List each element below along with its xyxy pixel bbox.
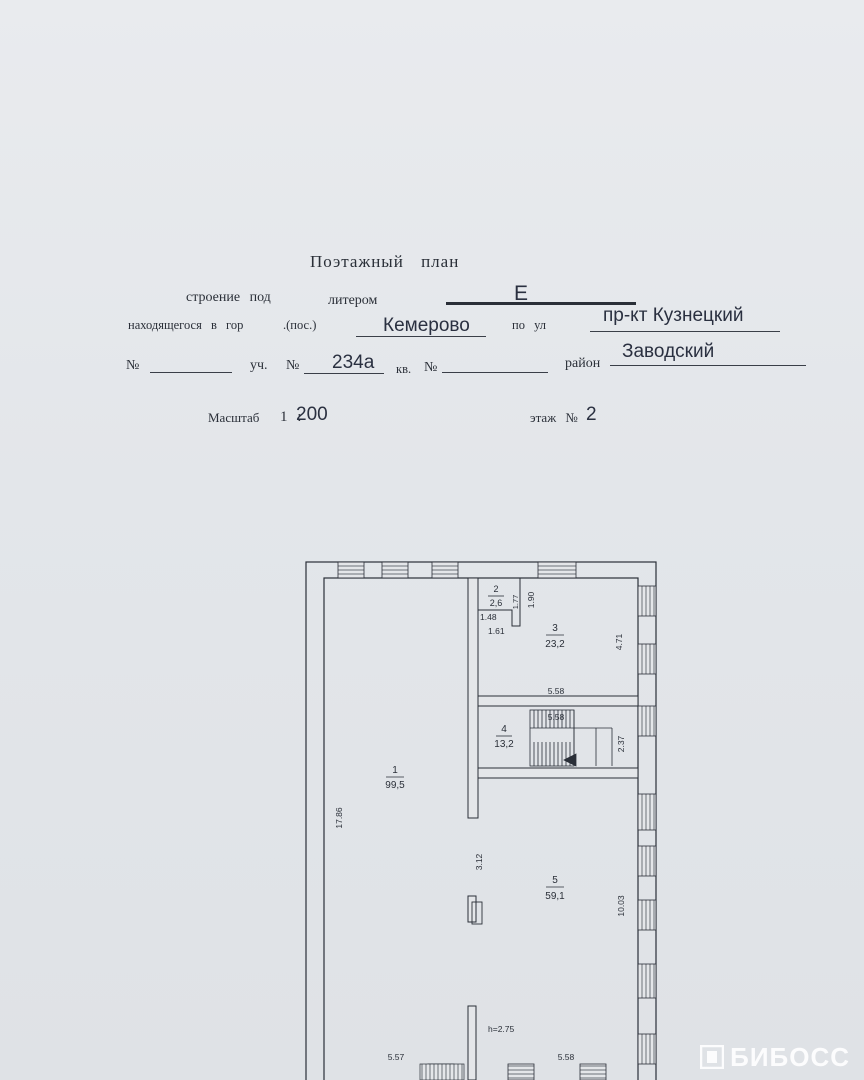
city-label: находящегося в гор (128, 318, 244, 332)
room-2-walls (477, 578, 521, 627)
dim-17-86: 17.86 (334, 807, 344, 829)
dim-1-61: 1.61 (488, 626, 505, 636)
interior-walls (467, 577, 639, 1080)
dim-1-48: 1.48 (480, 612, 497, 622)
room-5-area: 59,1 (545, 891, 565, 902)
letter-label: литером (328, 293, 378, 308)
dimension-labels: 17.86 1.48 1.77 1.90 1.61 4.71 5.58 5.58… (334, 591, 626, 1062)
building-label: строение под (186, 290, 271, 305)
apartment-underline (442, 372, 548, 373)
plot-number-label: № (286, 358, 300, 373)
room-4-number: 4 (501, 724, 507, 735)
entry-stairs (419, 1063, 465, 1080)
windows-top (337, 561, 577, 579)
dim-2-37: 2.37 (616, 735, 626, 752)
dim-5-58-top: 5.58 (548, 686, 565, 696)
letter-underline (446, 302, 636, 305)
room-label-rules (386, 595, 564, 888)
dim-5-57: 5.57 (388, 1052, 405, 1062)
dim-1-90: 1.90 (526, 591, 536, 608)
scale-value: 200 (296, 404, 328, 425)
scale-prefix: 1 : (280, 409, 302, 425)
dim-4-71: 4.71 (614, 633, 624, 650)
dim-5-58-stair: 5.58 (548, 712, 565, 722)
plot-value: 234а (332, 352, 375, 373)
room-3-area: 23,2 (545, 639, 565, 650)
plot-underline (304, 373, 384, 374)
city-value: Кемерово (383, 315, 470, 336)
room-4-area: 13,2 (494, 739, 514, 750)
street-value: пр-кт Кузнецкий (603, 305, 744, 326)
settlement-label: .(пос.) (283, 318, 317, 332)
room-2-area: 2,6 (490, 598, 503, 608)
room-3-number: 3 (552, 623, 558, 634)
stairs (529, 709, 613, 767)
city-underline (356, 336, 486, 337)
street-underline (590, 331, 780, 332)
watermark-logo-icon (700, 1045, 725, 1069)
document-title: Поэтажный план (310, 252, 460, 271)
watermark-text: БИБОСС (730, 1041, 850, 1072)
dim-5-58-bottom: 5.58 (558, 1052, 575, 1062)
floor-label: этаж № (530, 410, 578, 425)
column (471, 901, 483, 925)
dim-3-12: 3.12 (474, 853, 484, 870)
room-2-number: 2 (493, 584, 498, 594)
outer-walls (305, 561, 657, 1080)
apartment-label: кв. (396, 362, 412, 376)
letter-value: Е (514, 282, 529, 305)
windows-right (637, 585, 657, 1065)
number-label: № (126, 358, 140, 373)
watermark: БИБОСС (692, 1040, 858, 1074)
dim-1-77: 1.77 (511, 595, 520, 610)
district-value: Заводский (622, 341, 715, 362)
room-5-number: 5 (552, 875, 558, 886)
district-label: район (565, 356, 601, 371)
floor-plan-drawing: 1 99,5 2 2,6 3 23,2 4 13,2 5 59,1 17.86 … (305, 561, 657, 1080)
apartment-number-label: № (424, 360, 438, 375)
plot-label: уч. (250, 358, 268, 373)
dim-10-03: 10.03 (616, 895, 626, 917)
room-1-area: 99,5 (385, 780, 405, 791)
street-label: по ул (512, 318, 547, 332)
number-underline (150, 372, 232, 373)
floor-value: 2 (586, 404, 597, 425)
room-1-number: 1 (392, 765, 398, 776)
ceiling-height: h=2.75 (488, 1024, 515, 1034)
district-underline (610, 365, 806, 366)
scale-label: Масштаб (208, 410, 260, 425)
room-labels: 1 99,5 2 2,6 3 23,2 4 13,2 5 59,1 (385, 584, 565, 902)
